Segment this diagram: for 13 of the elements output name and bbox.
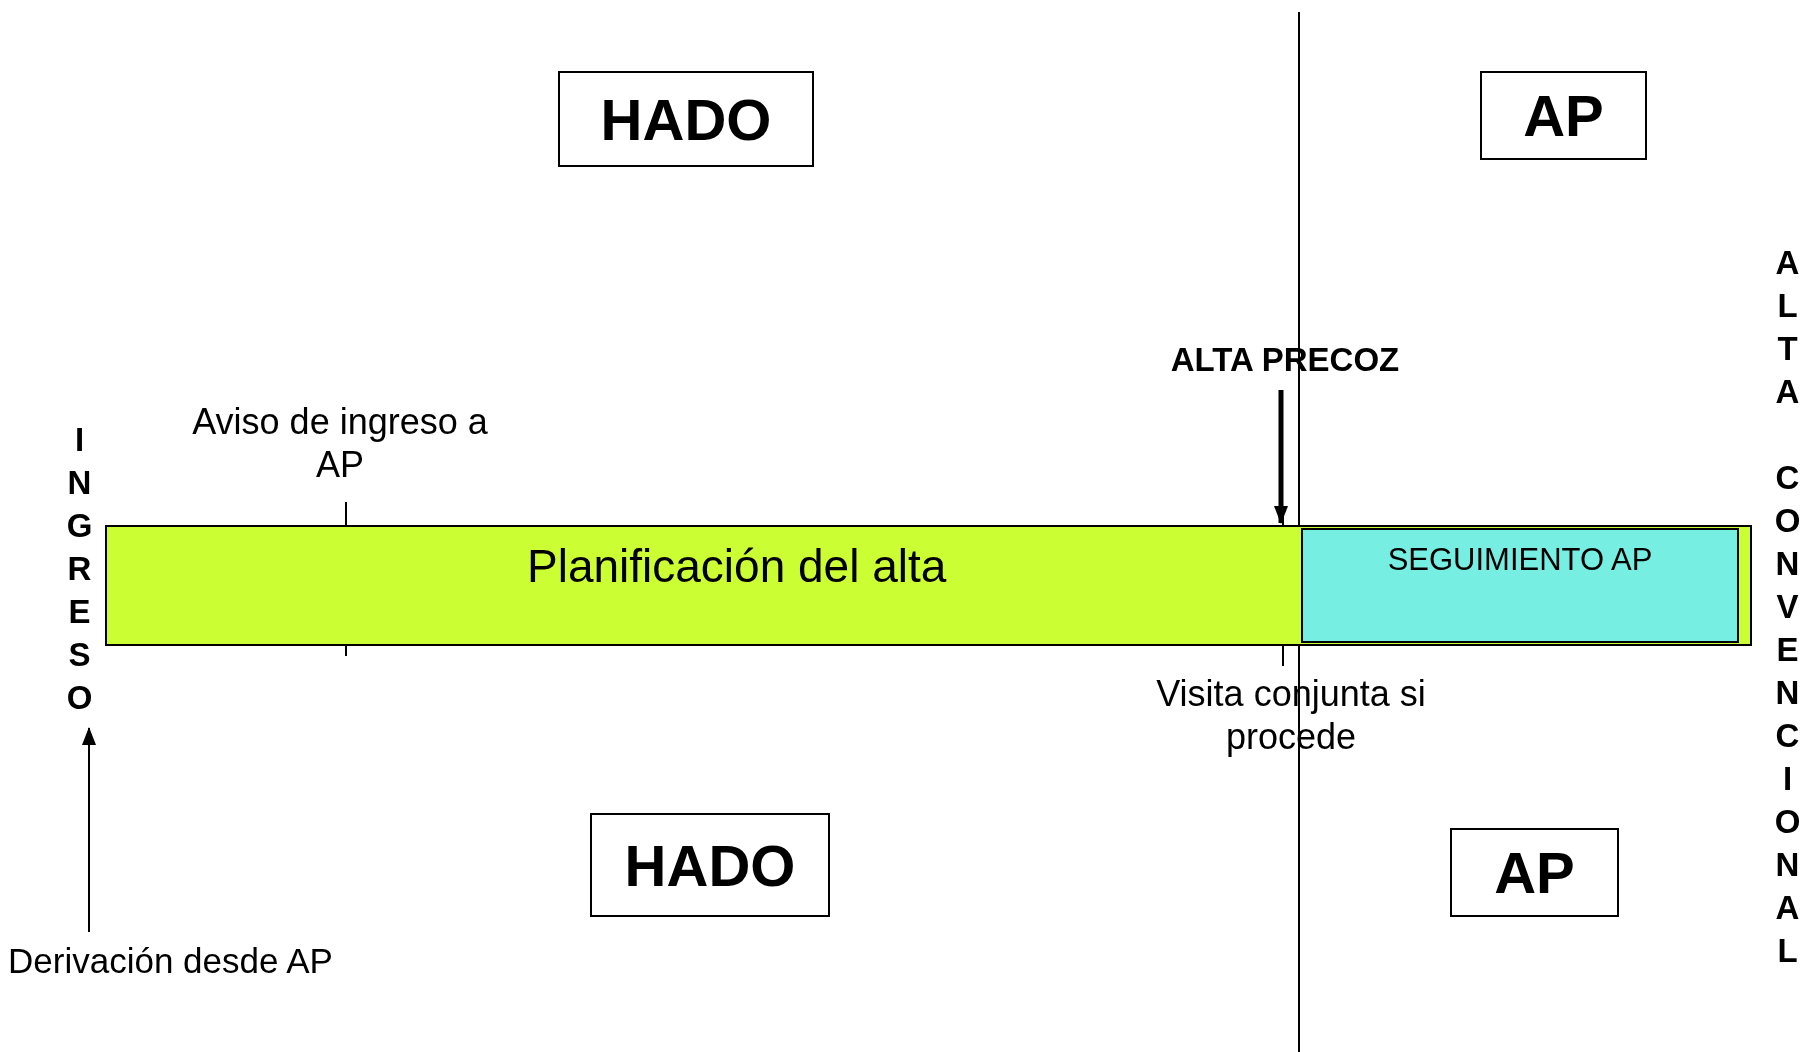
annotation-text: Derivación desde AP	[8, 940, 368, 985]
title-box: HADO	[590, 813, 830, 917]
title-box: AP	[1480, 71, 1647, 160]
follow-up-bar: SEGUIMIENTO AP	[1301, 528, 1739, 643]
title-box: AP	[1450, 828, 1619, 917]
arrow	[82, 727, 96, 933]
arrow	[1274, 390, 1288, 524]
timeline-bar	[105, 525, 1752, 646]
vertical-label: ALTA CONVENCIONAL	[1768, 244, 1808, 979]
vertical-label: INGRESO	[60, 421, 104, 726]
title-box: HADO	[558, 71, 814, 167]
annotation-text: Aviso de ingreso a AP	[170, 400, 510, 496]
bar-label: Planificación del alta	[527, 539, 947, 593]
